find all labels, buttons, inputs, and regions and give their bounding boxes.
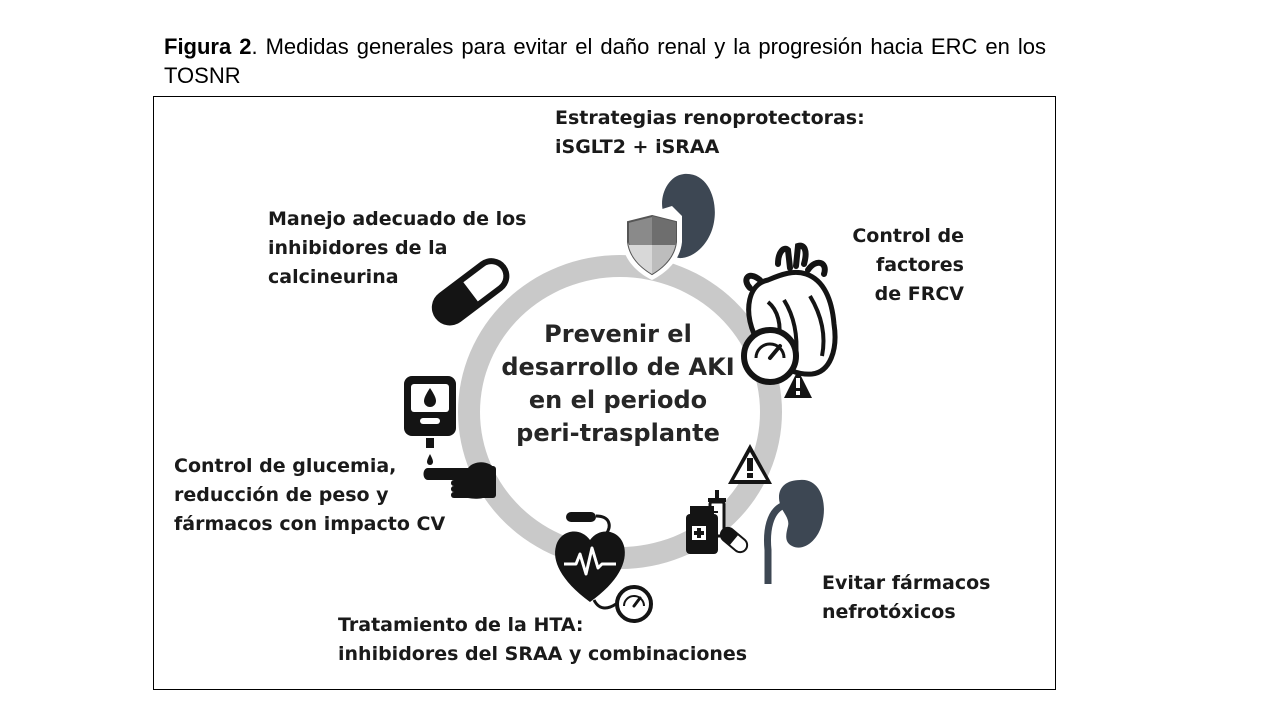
label-line: inhibidores de la [268,237,448,259]
label-line: iSGLT2 + iSRAA [555,136,720,158]
drugs-warning-kidney-icon [686,444,824,584]
diagram-frame [153,96,1056,690]
figure-number: Figura 2 [164,34,252,59]
central-line: Prevenir el [544,320,692,348]
label-nephrotoxic: Evitar fármacos nefrotóxicos [822,569,990,627]
label-cv-risk: Control de factores de FRCV [830,222,964,309]
label-line: reducción de peso y [174,484,389,506]
label-line: nefrotóxicos [822,601,956,623]
label-line: calcineurina [268,266,399,288]
central-line: desarrollo de AKI [501,353,735,381]
label-line: Evitar fármacos [822,572,991,594]
label-line: Control de glucemia, [174,455,397,477]
figure-caption-text: . Medidas generales para evitar el daño … [164,34,1046,88]
label-renoprotective: Estrategias renoprotectoras: iSGLT2 + iS… [555,104,865,162]
label-line: inhibidores del SRAA y combinaciones [338,643,748,665]
figure-caption: Figura 2. Medidas generales para evitar … [164,32,1046,90]
label-line: Estrategias renoprotectoras: [555,107,865,129]
label-line: fármacos con impacto CV [174,513,446,535]
label-calcineurin: Manejo adecuado de los inhibidores de la… [268,205,527,292]
kidney-shield-icon [622,173,715,280]
glucometer-hand-icon [404,376,496,499]
central-line: peri-trasplante [516,419,720,447]
label-line: Control de [852,225,964,247]
label-line: de FRCV [874,283,964,305]
capsule-icon [431,258,510,326]
label-line: Tratamiento de la HTA: [338,614,584,636]
label-line: factores [875,254,964,276]
heart-blood-pressure-icon [555,512,653,623]
central-message: Prevenir el desarrollo de AKI en el peri… [478,318,758,450]
central-line: en el periodo [528,386,708,414]
label-line: Manejo adecuado de los [268,208,527,230]
label-glucose: Control de glucemia, reducción de peso y… [174,452,445,539]
heart-gauge-warning-icon [741,242,838,398]
label-hta: Tratamiento de la HTA: inhibidores del S… [338,611,747,669]
